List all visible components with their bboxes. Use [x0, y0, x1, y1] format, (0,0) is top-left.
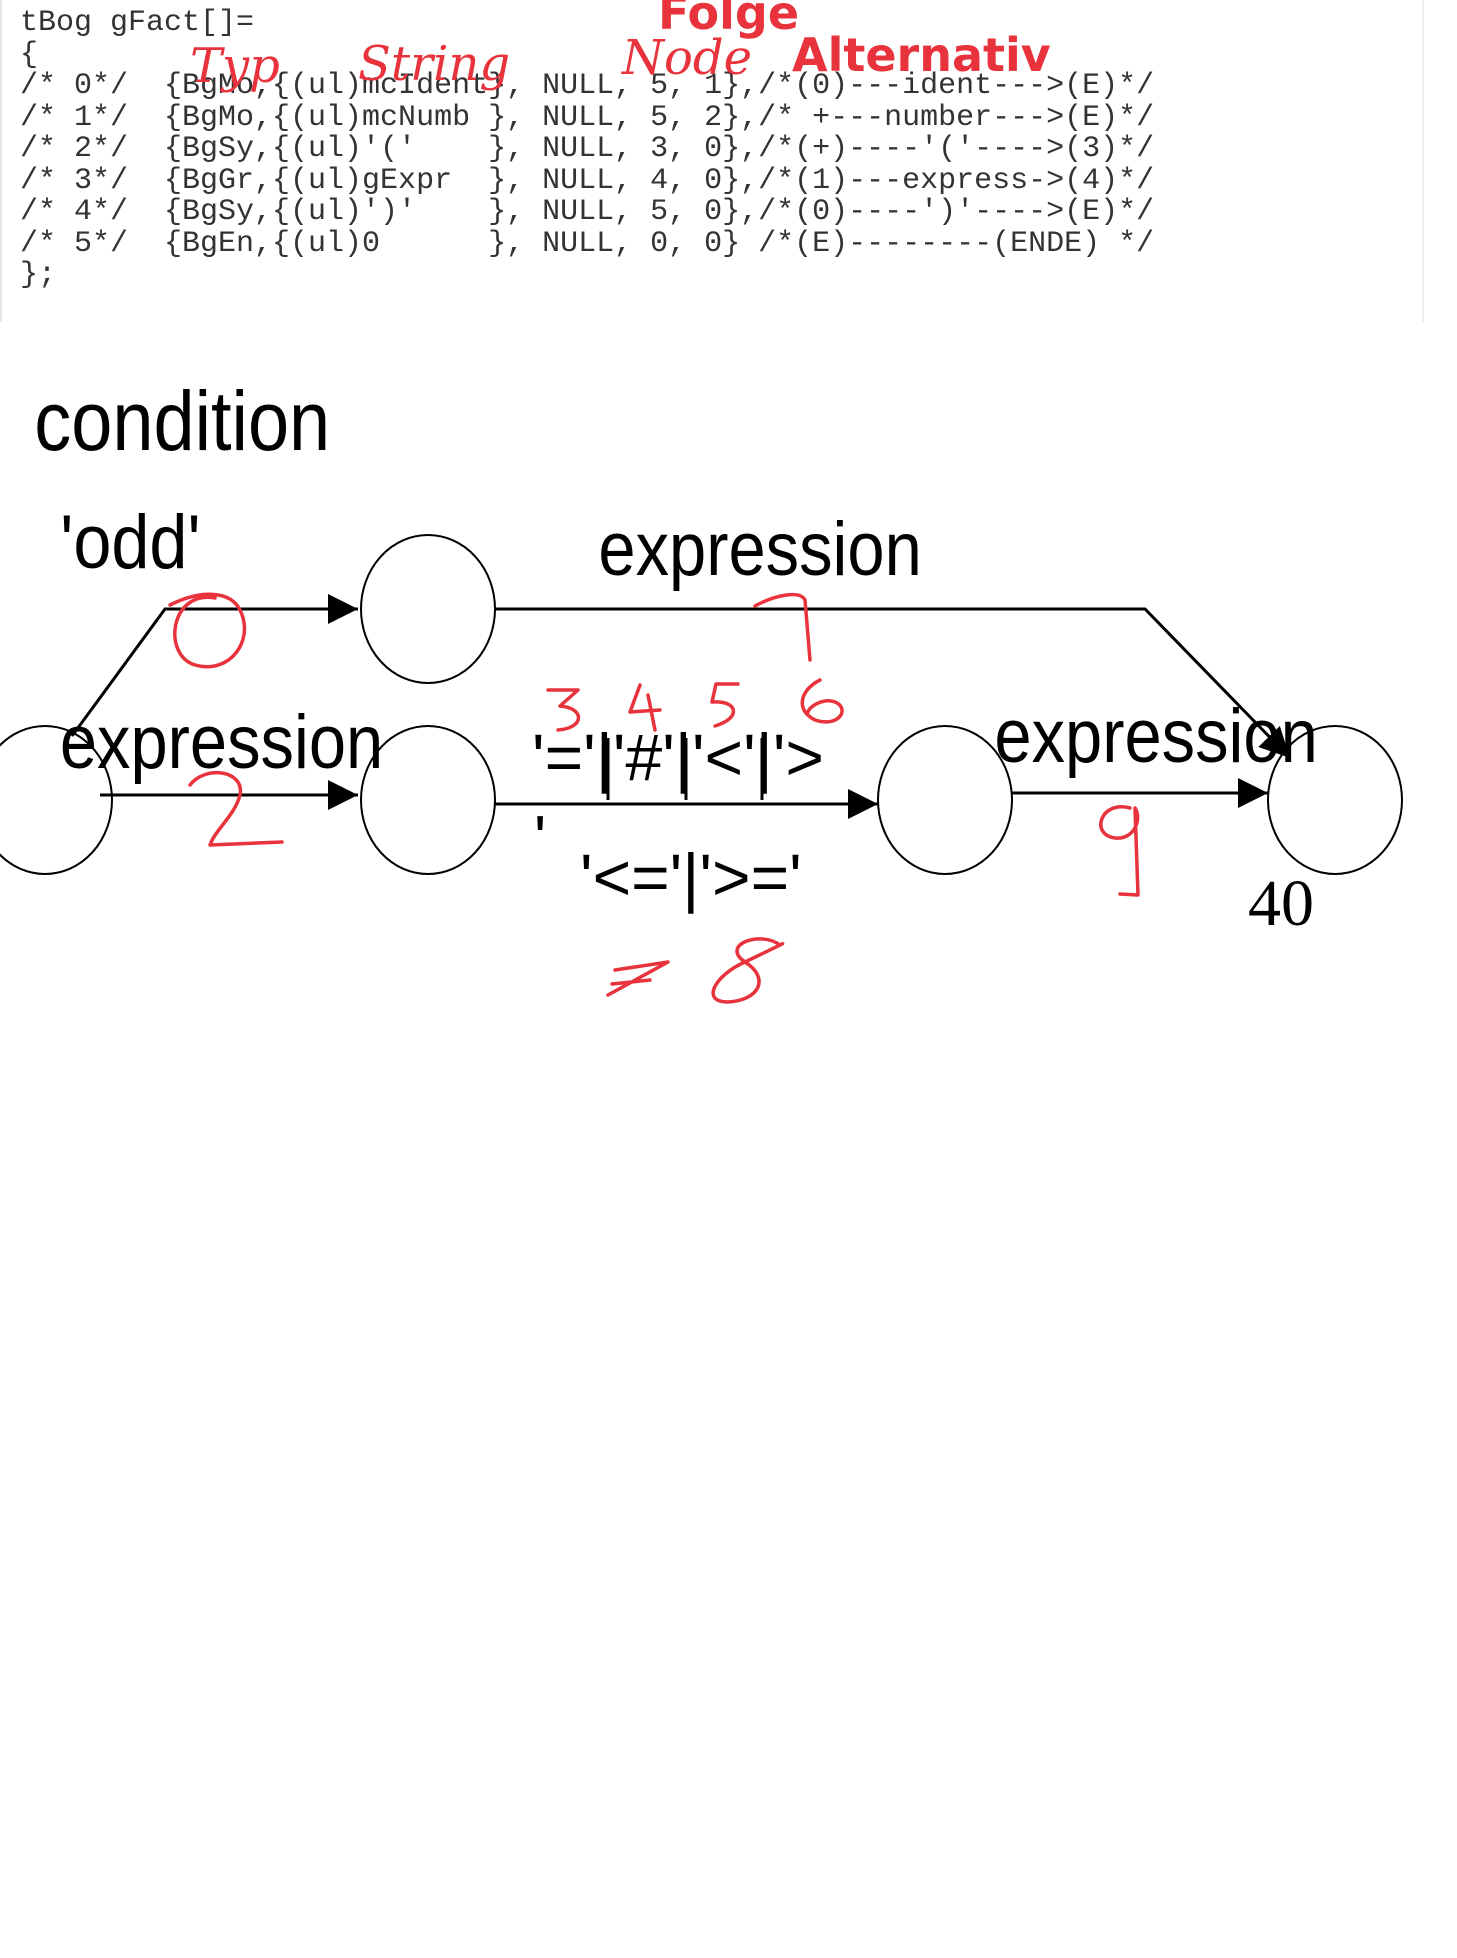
handwritten-1 — [753, 592, 812, 662]
expression-node — [360, 725, 496, 875]
operators-line-2: '<='|'>=' — [580, 840, 802, 914]
start-node — [0, 725, 113, 875]
code-line: }; — [20, 258, 57, 292]
top-expression-label: expression — [598, 507, 921, 592]
alternativ-heading: Alternativ — [792, 28, 1051, 82]
edge-top-expression — [495, 607, 1292, 760]
handwritten-7 — [606, 960, 670, 997]
handwritten-8 — [711, 937, 785, 1004]
end-node — [1267, 725, 1403, 875]
handwritten-2 — [188, 770, 284, 847]
handwritten-6 — [800, 678, 844, 724]
code-line: /* 5*/ {BgEn,{(ul)0 }, NULL, 0, 0} /*(E)… — [20, 226, 1155, 261]
right-expression-label: expression — [994, 694, 1317, 779]
handwritten-5 — [710, 682, 740, 728]
odd-label: 'odd' — [60, 501, 200, 585]
handwritten-9 — [1099, 805, 1140, 897]
code-line: /* 4*/ {BgSy,{(ul)')' }, NULL, 5, 0},/*(… — [20, 195, 1155, 229]
handwritten-4 — [628, 683, 662, 732]
code-line: /* 1*/ {BgMo,{(ul)mcNumb }, NULL, 5, 2},… — [20, 100, 1155, 135]
code-line: /* 0*/ {BgMo,{(ul)mcIdent}, NULL, 5, 1},… — [20, 69, 1155, 103]
code-line: /* 2*/ {BgSy,{(ul)'(' }, NULL, 3, 0},/*(… — [20, 132, 1155, 166]
typ-annotation: Typ — [190, 38, 280, 94]
diagram-title: condition — [34, 374, 330, 468]
relop-node — [877, 725, 1013, 875]
code-panel: tBog gFact[]={/* 0*/ {BgMo,{(ul)mcIdent}… — [0, 0, 1424, 322]
odd-node — [360, 534, 496, 684]
handwritten-3 — [546, 688, 581, 732]
edge-odd-up — [70, 594, 358, 737]
end-number: 40 — [1248, 867, 1314, 940]
string-annotation: String — [358, 36, 510, 92]
code-line: { — [20, 37, 39, 72]
operators-quote: ' — [534, 802, 546, 874]
left-expression-label: expression — [60, 700, 383, 785]
handwritten-0 — [168, 592, 247, 669]
handwritten-annotations: Typ String Node — [168, 30, 1140, 1004]
code-block: tBog gFact[]={/* 0*/ {BgMo,{(ul)mcIdent}… — [20, 6, 1155, 292]
node-annotation: Node — [621, 30, 752, 86]
code-line: tBog gFact[]= — [20, 6, 255, 40]
folge-heading: Folge — [658, 0, 800, 40]
operators-line-1: '='|'#'|'<'|'> — [532, 720, 824, 794]
code-line: /* 3*/ {BgGr,{(ul)gExpr }, NULL, 4, 0},/… — [20, 163, 1155, 198]
